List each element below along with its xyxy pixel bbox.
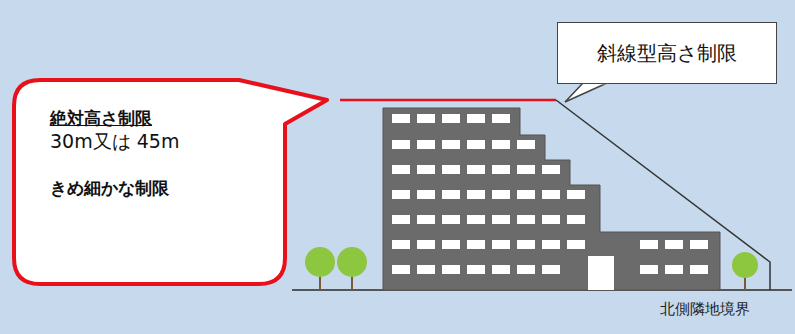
window (690, 265, 708, 274)
window (442, 240, 460, 249)
window (517, 265, 535, 274)
window (492, 165, 510, 174)
window (542, 265, 560, 274)
speech-bubble: 絶対高さ制限30m又は 45m きめ細かな制限 (12, 78, 287, 286)
window (467, 190, 485, 199)
window (567, 240, 585, 249)
window (417, 165, 435, 174)
entrance-door (588, 256, 614, 290)
window (417, 265, 435, 274)
window (517, 140, 535, 149)
window (467, 114, 485, 123)
window (542, 215, 560, 224)
window (492, 140, 510, 149)
windows (392, 114, 708, 274)
window (467, 265, 485, 274)
box-title: 斜線型高さ制限 (597, 41, 737, 65)
window (392, 265, 410, 274)
window (442, 140, 460, 149)
tree-crown (305, 247, 335, 277)
window (467, 165, 485, 174)
limit-value: 30m又は 45m (50, 130, 179, 153)
window (467, 240, 485, 249)
window (392, 140, 410, 149)
window (417, 114, 435, 123)
window (492, 114, 510, 123)
building-body (383, 108, 720, 290)
window (517, 190, 535, 199)
window (492, 215, 510, 224)
bubble-path (14, 80, 327, 284)
slant-height-line (556, 100, 770, 290)
window (517, 240, 535, 249)
window (640, 240, 658, 249)
window (492, 240, 510, 249)
window (417, 140, 435, 149)
limit-heading: 絶対高さ制限 (50, 108, 152, 128)
window (467, 140, 485, 149)
window (442, 165, 460, 174)
tree-crown (732, 252, 758, 278)
window (542, 190, 560, 199)
boundary-label: 北側隣地境界 (660, 300, 750, 319)
tree-crown (337, 247, 367, 277)
absolute-height-line (340, 99, 556, 102)
window (442, 190, 460, 199)
window (690, 240, 708, 249)
window (640, 265, 658, 274)
window (492, 190, 510, 199)
window (467, 215, 485, 224)
window (417, 190, 435, 199)
window (392, 215, 410, 224)
building (383, 108, 720, 290)
window (665, 240, 683, 249)
window (492, 265, 510, 274)
callout-box: 斜線型高さ制限 (557, 22, 777, 84)
window (417, 240, 435, 249)
limit-result: きめ細かな制限 (50, 178, 169, 198)
window (567, 190, 585, 199)
callout-tail (565, 83, 607, 102)
window (517, 215, 535, 224)
window (665, 265, 683, 274)
window (442, 114, 460, 123)
window (542, 240, 560, 249)
window (542, 165, 560, 174)
window (392, 165, 410, 174)
trees (305, 247, 758, 290)
window (517, 165, 535, 174)
window (567, 215, 585, 224)
window (392, 114, 410, 123)
window (442, 215, 460, 224)
window (392, 240, 410, 249)
window (442, 265, 460, 274)
window (392, 190, 410, 199)
window (417, 215, 435, 224)
